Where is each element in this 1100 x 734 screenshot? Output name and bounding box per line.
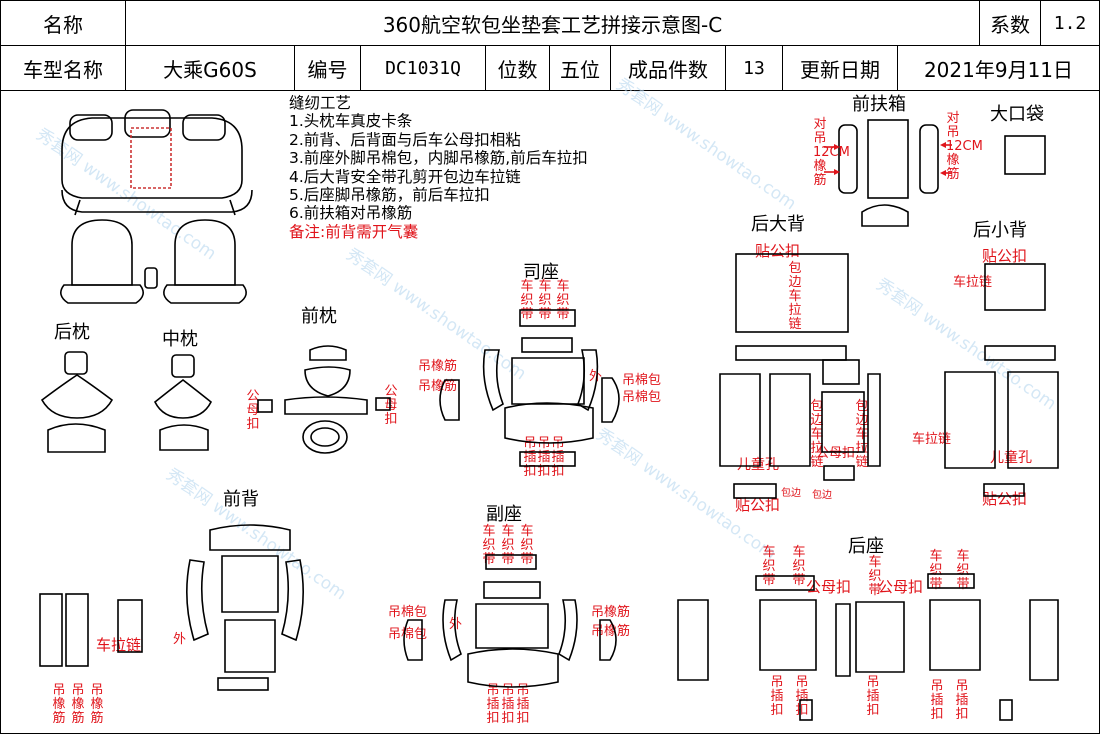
annotation-diaomianbao: 吊棉包 bbox=[622, 373, 662, 388]
annotation-diaoxiangjin: 吊橡筋 bbox=[418, 359, 458, 374]
rear-small-back-patterns bbox=[944, 263, 1059, 497]
annotation-gongmukou: 公母扣 bbox=[806, 578, 852, 596]
annotation-diaoxiangjin: 吊橡筋 bbox=[71, 683, 85, 726]
code-label: 编号 bbox=[295, 46, 361, 91]
notes-remark: 备注:前背需开气囊 bbox=[289, 222, 419, 241]
annotation-tiegongkou: 贴公扣 bbox=[735, 496, 781, 514]
annotation-diaoxiangjin: 吊橡筋 bbox=[90, 683, 104, 726]
page-title: 360航空软包坐垫套工艺拼接示意图-C bbox=[126, 1, 980, 46]
note-item: 2.前背、后背面与后车公母扣相粘 bbox=[289, 130, 521, 149]
annotation-gongmukou: 公母扣 bbox=[384, 384, 398, 427]
annotation-chelalian: 车拉链 bbox=[953, 275, 993, 290]
rear-bench-diagram bbox=[61, 109, 253, 216]
section-rear-headrest: 后枕 bbox=[54, 322, 90, 343]
section-rear-small-back: 后小背 bbox=[973, 220, 1027, 241]
note-item: 1.头枕车真皮卡条 bbox=[289, 112, 413, 131]
annotation-diaochakou: 吊插扣 bbox=[955, 679, 969, 722]
name-label: 名称 bbox=[1, 1, 126, 46]
front-back-patterns bbox=[39, 524, 304, 691]
section-front-back: 前背 bbox=[223, 489, 259, 510]
annotation-diaochakou: 吊插扣 bbox=[770, 675, 784, 718]
annotation-baobian: 包边 bbox=[781, 488, 801, 499]
annotation-chezhidai: 车织带 bbox=[556, 279, 570, 322]
armrest-arrows bbox=[824, 142, 952, 176]
annotation-chelalian: 车拉链 bbox=[912, 432, 952, 447]
note-item: 6.前扶箱对吊橡筋 bbox=[289, 204, 413, 223]
annotation-chezhidai: 车织带 bbox=[520, 279, 534, 322]
update-label: 更新日期 bbox=[783, 46, 898, 91]
annotation-diaomianbao: 吊棉包 bbox=[388, 605, 428, 620]
passenger-seat-patterns bbox=[403, 554, 617, 688]
section-rear-big-back: 后大背 bbox=[751, 214, 805, 235]
sewing-notes: 缝纫工艺 1.头枕车真皮卡条 2.前背、后背面与后车公母扣相粘 3.前座外脚吊棉… bbox=[289, 94, 588, 241]
annotation-baobian-lalian: 包边车拉链 bbox=[788, 261, 802, 332]
annotation-chezhidai: 车织带 bbox=[868, 555, 882, 598]
annotation-baobian: 包边 bbox=[812, 490, 832, 501]
section-big-pocket: 大口袋 bbox=[990, 104, 1044, 125]
annotation-diaoxiangjin: 吊橡筋 bbox=[418, 379, 458, 394]
section-passenger-seat: 副座 bbox=[486, 504, 522, 525]
code-value: DC1031Q bbox=[361, 46, 486, 91]
annotation-chezhidai: 车织带 bbox=[762, 545, 776, 588]
annotation-gongmukou: 公母扣 bbox=[878, 578, 924, 596]
update-value: 2021年9月11日 bbox=[898, 46, 1099, 91]
front-seats-diagram bbox=[60, 219, 247, 304]
annotation-chezhidai: 车织带 bbox=[501, 524, 515, 567]
annotation-diaochakou: 吊插扣 bbox=[866, 675, 880, 718]
annotation-diaoxiangjin: 吊橡筋 bbox=[591, 605, 631, 620]
driver-seat-patterns bbox=[439, 309, 620, 467]
annotation-diaochakou: 吊插扣 bbox=[537, 436, 551, 479]
note-item: 5.后座脚吊橡筋，前后车拉扣 bbox=[289, 186, 490, 205]
model-label: 车型名称 bbox=[1, 46, 126, 91]
section-front-armrest: 前扶箱 bbox=[852, 94, 906, 115]
annotation-diaomianbao: 吊棉包 bbox=[622, 390, 662, 405]
front-armrest-patterns bbox=[838, 119, 1046, 227]
annotation-outer: 外 bbox=[173, 632, 187, 647]
annotation-outer: 外 bbox=[589, 369, 603, 384]
annotation-diaoxiangjin: 吊橡筋 bbox=[52, 683, 66, 726]
annotation-diaochakou: 吊插扣 bbox=[523, 436, 537, 479]
note-item: 4.后大背安全带孔剪开包边车拉链 bbox=[289, 167, 521, 186]
note-item: 3.前座外脚吊棉包，内脚吊橡筋,前后车拉扣 bbox=[289, 149, 588, 168]
annotation-gongmukou: 公母扣 bbox=[816, 446, 856, 461]
annotation-chezhidai: 车织带 bbox=[538, 279, 552, 322]
notes-heading: 缝纫工艺 bbox=[289, 94, 352, 112]
section-driver-seat: 司座 bbox=[523, 262, 559, 283]
headrest-patterns bbox=[40, 345, 391, 454]
annotation-tiegongkou: 贴公扣 bbox=[982, 247, 1028, 265]
section-mid-headrest: 中枕 bbox=[162, 329, 198, 350]
annotation-chezhidai: 车织带 bbox=[520, 524, 534, 567]
annotation-gongmukou: 公母扣 bbox=[246, 389, 260, 432]
pieces-label: 成品件数 bbox=[611, 46, 726, 91]
annotation-baobian-lalian: 包边车拉链 bbox=[855, 399, 869, 470]
coef-label: 系数 bbox=[980, 1, 1041, 46]
model-value: 大乘G60S bbox=[126, 46, 295, 91]
annotation-chezhidai: 车织带 bbox=[792, 545, 806, 588]
annotation-diaomianbao: 吊棉包 bbox=[388, 627, 428, 642]
annotation-diaochakou: 吊插扣 bbox=[930, 679, 944, 722]
pieces-value: 13 bbox=[726, 46, 783, 91]
section-rear-seat: 后座 bbox=[848, 536, 884, 557]
annotation-ertongkong: 儿童孔 bbox=[737, 457, 779, 473]
section-front-headrest: 前枕 bbox=[301, 306, 337, 327]
rear-big-back-patterns bbox=[719, 253, 881, 499]
annotation-ertongkong: 儿童孔 bbox=[990, 450, 1032, 466]
rear-seat-patterns bbox=[677, 573, 1059, 721]
annotation-baobian-lalian: 包边车拉链 bbox=[810, 399, 824, 470]
seats-value: 五位 bbox=[550, 46, 611, 91]
seats-label: 位数 bbox=[486, 46, 550, 91]
coef-value: 1.2 bbox=[1041, 1, 1099, 46]
